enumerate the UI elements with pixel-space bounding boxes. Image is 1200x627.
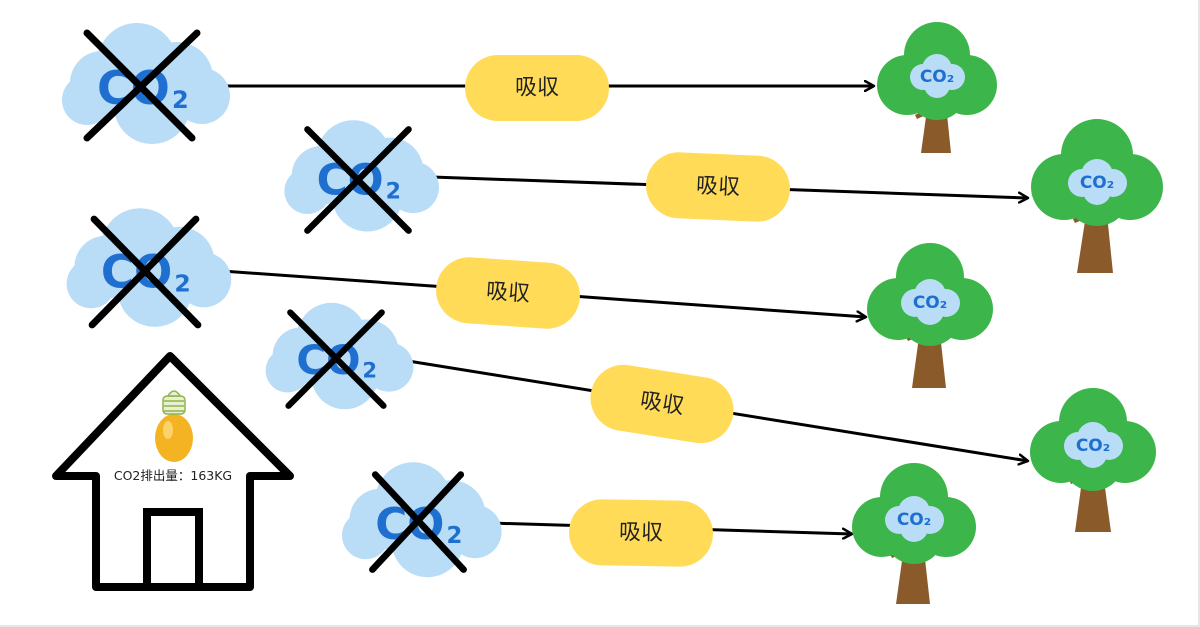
cross-out-icon (285, 309, 387, 409)
absorb-pill: 吸収 (465, 55, 609, 121)
absorb-pill: 吸収 (569, 499, 713, 567)
absorption-flow-4: 吸収 (401, 358, 1028, 461)
absorb-pill: 吸収 (590, 364, 734, 444)
co2-subscript: 2 (447, 523, 463, 549)
tree-co2-label: CO₂ (920, 67, 954, 87)
tree-co2-label: CO₂ (1080, 173, 1114, 193)
tree-icon-3: CO₂ (867, 243, 993, 388)
tree-co2-label: CO₂ (1076, 436, 1110, 456)
tree-icon-1: CO₂ (877, 22, 997, 153)
absorption-flow-3: 吸収 (221, 257, 866, 329)
absorb-label: 吸収 (515, 76, 559, 101)
tree-co2-label: CO₂ (913, 293, 947, 313)
co2-cloud-3: CO 2 (66, 208, 232, 329)
cloud-shape (265, 302, 414, 410)
tree-co2-cloud (1068, 159, 1127, 205)
cloud-shape (66, 208, 232, 327)
co2-cloud-4: CO 2 (265, 302, 414, 410)
absorption-flow-5: 吸収 (489, 499, 852, 567)
co2-subscript: 2 (174, 270, 190, 298)
tree-icon-5: CO₂ (852, 463, 976, 604)
co2-cloud-5: CO 2 (342, 462, 502, 578)
cloud-shape (284, 120, 439, 232)
emission-label: CO2排出量：163KG (114, 468, 232, 483)
absorb-label: 吸収 (695, 174, 740, 201)
absorb-pill: 吸収 (646, 152, 790, 222)
co2-subscript: 2 (386, 179, 401, 204)
absorb-pill: 吸収 (436, 257, 580, 329)
house-outline (52, 352, 294, 591)
cross-out-icon (83, 29, 201, 142)
cross-out-icon (369, 471, 467, 573)
cross-out-icon (304, 126, 412, 234)
lightbulb-icon (155, 390, 193, 462)
co2-subscript: 2 (362, 358, 377, 383)
co2-subscript: 2 (172, 86, 189, 114)
tree-icon-4: CO₂ (1030, 388, 1156, 532)
absorb-label: 吸収 (485, 279, 531, 307)
house-door (143, 508, 203, 591)
absorb-label: 吸収 (619, 520, 663, 546)
tree-co2-cloud (901, 279, 960, 325)
tree-icon-2: CO₂ (1031, 119, 1163, 273)
cloud-shape (342, 462, 502, 578)
cross-out-icon (88, 215, 202, 329)
tree-co2-cloud (910, 54, 965, 98)
absorption-flow-1: 吸収 (222, 55, 874, 121)
tree-co2-label: CO₂ (897, 510, 931, 530)
absorption-flow-2: 吸収 (431, 152, 1028, 222)
tree-co2-cloud (1064, 422, 1123, 468)
co2-cloud-2: CO 2 (284, 120, 439, 234)
co2-cloud-1: CO 2 (62, 23, 230, 144)
house-icon: CO2排出量：163KG (52, 352, 294, 591)
tree-co2-cloud (885, 496, 944, 542)
